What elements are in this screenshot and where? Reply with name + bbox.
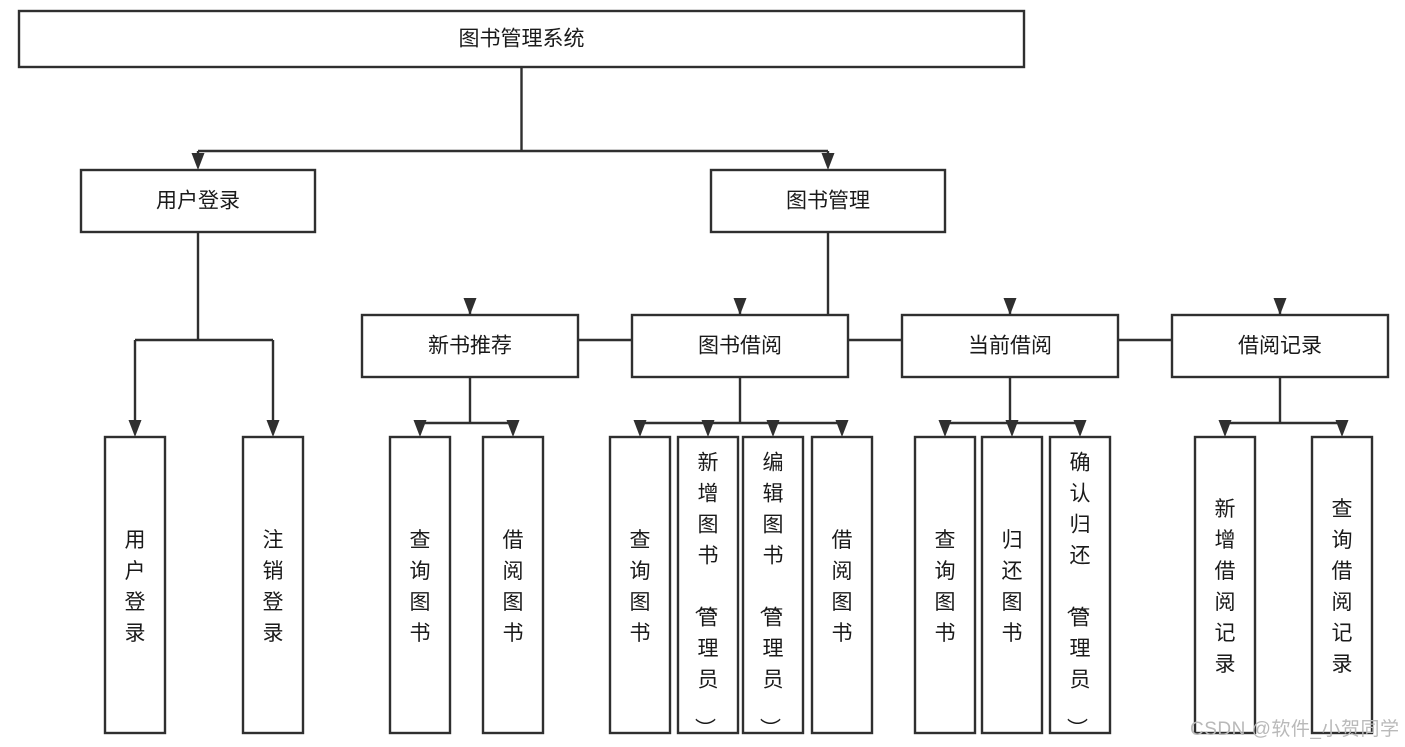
node-root[interactable]: 图书管理系统 [17,9,1026,69]
node-box[interactable] [676,435,740,735]
node-borrow-record[interactable]: 借阅记录 [1170,313,1390,379]
node-box[interactable] [1193,435,1257,735]
node-label: 查询图书 [630,529,651,645]
connector-group [128,232,280,437]
node-label: 新书推荐 [428,335,512,358]
arrow-head-icon [1335,420,1349,437]
node-leaf-logout[interactable]: 注销登录 [241,435,305,735]
node-box[interactable] [79,168,317,234]
node-box[interactable] [913,435,977,735]
arrow-head-icon [766,420,780,437]
arrow-head-icon [835,420,849,437]
node-leaf-query-record[interactable]: 查询借阅记录 [1310,435,1374,735]
node-leaf-edit-book[interactable]: 编辑图书（管理员） [741,435,805,739]
node-leaf-query-book-rec[interactable]: 查询图书 [388,435,452,735]
node-label: 确认归还（管理员） [1065,452,1091,739]
node-box[interactable] [810,435,874,735]
node-box[interactable] [388,435,452,735]
arrow-head-icon [1273,298,1287,315]
node-box[interactable] [980,435,1044,735]
node-box[interactable] [1048,435,1112,735]
node-label: 查询借阅记录 [1332,498,1353,676]
node-leaf-borrow-book-rec[interactable]: 借阅图书 [481,435,545,735]
connectors-layer [128,67,1349,437]
node-label: 查询图书 [935,529,956,645]
node-leaf-confirm-return[interactable]: 确认归还（管理员） [1048,435,1112,739]
node-leaf-return-book[interactable]: 归还图书 [980,435,1044,735]
node-leaf-query-book-c[interactable]: 查询图书 [913,435,977,735]
node-box[interactable] [241,435,305,735]
arrow-head-icon [191,153,205,170]
node-box[interactable] [709,168,947,234]
node-box[interactable] [608,435,672,735]
node-label: 借阅图书 [503,529,524,645]
arrow-head-icon [1218,420,1232,437]
node-box[interactable] [360,313,580,379]
node-label: 注销登录 [263,529,284,645]
arrow-head-icon [506,420,520,437]
connector-group [463,232,1287,342]
node-label: 图书管理系统 [459,28,585,51]
arrow-head-icon [413,420,427,437]
node-label: 图书管理 [786,190,870,213]
arrow-head-icon [821,153,835,170]
node-leaf-user-login[interactable]: 用户登录 [103,435,167,735]
node-user-login[interactable]: 用户登录 [79,168,317,234]
node-book-manage[interactable]: 图书管理 [709,168,947,234]
node-label: 借阅图书 [832,529,853,645]
node-leaf-query-book-b[interactable]: 查询图书 [608,435,672,735]
arrow-head-icon [128,420,142,437]
node-box[interactable] [630,313,850,379]
node-label: 图书借阅 [698,335,782,358]
node-label: 编辑图书（管理员） [758,452,784,739]
connector-group [413,377,520,437]
connector-group [938,377,1087,437]
node-label: 用户登录 [156,190,240,213]
node-box[interactable] [17,9,1026,69]
node-box[interactable] [900,313,1120,379]
node-label: 当前借阅 [968,335,1052,358]
node-leaf-add-book[interactable]: 新增图书（管理员） [676,435,740,739]
node-box[interactable] [103,435,167,735]
arrow-head-icon [463,298,477,315]
arrow-head-icon [1005,420,1019,437]
nodes-layer: 图书管理系统用户登录图书管理新书推荐图书借阅当前借阅借阅记录用户登录注销登录查询… [17,9,1390,739]
arrow-head-icon [938,420,952,437]
node-leaf-borrow-book-b[interactable]: 借阅图书 [810,435,874,735]
connector-group [633,377,849,437]
node-label: 查询图书 [410,529,431,645]
arrow-head-icon [701,420,715,437]
arrow-head-icon [266,420,280,437]
arrow-head-icon [633,420,647,437]
arrow-head-icon [1073,420,1087,437]
arrow-head-icon [1003,298,1017,315]
node-label: 归还图书 [1002,529,1023,645]
node-box[interactable] [741,435,805,735]
node-label: 新增图书（管理员） [693,452,719,739]
node-label: 新增借阅记录 [1215,498,1236,676]
node-current-borrow[interactable]: 当前借阅 [900,313,1120,379]
connector-group [191,67,835,170]
node-box[interactable] [1310,435,1374,735]
arrow-head-icon [733,298,747,315]
node-leaf-add-record[interactable]: 新增借阅记录 [1193,435,1257,735]
node-box[interactable] [481,435,545,735]
node-book-borrow[interactable]: 图书借阅 [630,313,850,379]
connector-group [1218,377,1349,437]
node-label: 借阅记录 [1238,335,1322,358]
node-label: 用户登录 [125,529,146,645]
node-box[interactable] [1170,313,1390,379]
node-new-book-rec[interactable]: 新书推荐 [360,313,580,379]
